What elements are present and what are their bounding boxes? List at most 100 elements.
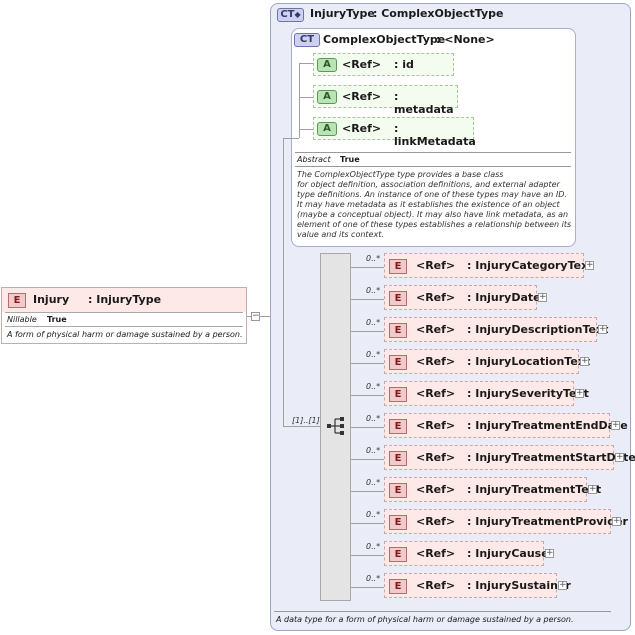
base-type-title: ComplexObjectType [323, 33, 446, 46]
expand-toggle-icon[interactable]: + [588, 484, 597, 494]
expand-toggle-icon[interactable]: + [580, 356, 589, 366]
element-name: : InjuryLocationText [467, 355, 591, 368]
sequence-element-row[interactable]: E <Ref> : InjuryDescriptionText [384, 317, 608, 342]
sequence-element-row[interactable]: E <Ref> : InjuryTreatmentEndDate [384, 413, 628, 438]
element-badge-icon: E [389, 387, 407, 402]
attribute-badge-icon: A [317, 58, 337, 72]
element-name: : InjuryCauser [467, 547, 555, 560]
element-ref: <Ref> [416, 579, 456, 592]
connector-line [351, 555, 384, 556]
root-element-name: Injury [33, 293, 70, 306]
root-element-documentation: A form of physical harm or damage sustai… [7, 330, 243, 339]
divider [274, 611, 611, 612]
root-element-type: : InjuryType [88, 293, 162, 306]
sequence-element-row[interactable]: E <Ref> : InjuryLocationText [384, 349, 590, 374]
connector-line [351, 523, 384, 524]
attribute-ref: <Ref> [342, 58, 382, 71]
element-badge-icon: E [389, 451, 407, 466]
element-ref: <Ref> [416, 323, 456, 336]
element-badge-icon: E [389, 419, 407, 434]
element-multiplicity: 0..* [366, 478, 381, 487]
expand-toggle-icon[interactable]: + [575, 388, 584, 398]
element-multiplicity: 0..* [366, 542, 381, 551]
element-badge-icon: E [389, 579, 407, 594]
element-name: : InjuryTreatmentProvider [467, 515, 628, 528]
divider [295, 166, 571, 167]
connector-line [351, 363, 384, 364]
complex-type-badge-icon: CT◆ [277, 8, 304, 22]
sequence-element-row[interactable]: E<Ref>: InjuryDate [384, 285, 541, 310]
element-ref: <Ref> [416, 451, 456, 464]
element-badge-icon: E [389, 355, 407, 370]
sequence-element-row[interactable]: E <Ref> : InjuryTreatmentProvider [384, 509, 628, 534]
nillable-value: True [47, 315, 67, 324]
connector-line [351, 587, 384, 588]
element-ref: <Ref> [416, 291, 456, 304]
element-badge-icon: E [389, 515, 407, 530]
element-ref: <Ref> [416, 419, 456, 432]
connector-line [283, 138, 299, 139]
element-badge-icon: E [8, 293, 26, 308]
root-element-header [2, 288, 246, 312]
element-name: : InjuryTreatmentEndDate [467, 419, 628, 432]
expand-toggle-icon[interactable]: + [585, 260, 594, 270]
connector-line [283, 426, 320, 427]
expand-toggle-icon[interactable]: + [611, 420, 620, 430]
connector-line [283, 138, 284, 426]
element-ref: <Ref> [416, 547, 456, 560]
element-name: : InjuryTreatmentStartDate [467, 451, 635, 464]
divider [5, 326, 243, 327]
sequence-element-row[interactable]: E<Ref>: InjurySustainer [384, 573, 571, 598]
sequence-multiplicity: [1]..[1] [292, 416, 320, 425]
root-element-injury[interactable]: E Injury : InjuryType Nillable True A fo… [1, 287, 247, 344]
sequence-element-row[interactable]: E<Ref>: InjurySeverityText [384, 381, 589, 406]
attribute-id[interactable]: A <Ref> : id [313, 53, 454, 76]
connector-line [351, 299, 384, 300]
element-multiplicity: 0..* [366, 414, 381, 423]
sequence-element-row[interactable]: E<Ref>: InjuryTreatmentText [384, 477, 601, 502]
element-multiplicity: 0..* [366, 382, 381, 391]
divider [295, 152, 571, 153]
connector-line [260, 316, 270, 317]
attribute-name: : linkMetadata [394, 122, 476, 148]
expand-toggle-icon[interactable]: + [612, 516, 621, 526]
attribute-metadata[interactable]: A <Ref> : metadata [313, 85, 458, 116]
element-name: : InjuryTreatmentText [467, 483, 602, 496]
element-ref: <Ref> [416, 515, 456, 528]
element-multiplicity: 0..* [366, 318, 381, 327]
element-multiplicity: 0..* [366, 510, 381, 519]
sequence-element-row[interactable]: E<Ref>: InjuryCauser [384, 541, 554, 566]
sequence-icon [327, 417, 344, 435]
element-name: : InjuryCategoryText [467, 259, 594, 272]
sequence-element-row[interactable]: E <Ref> : InjuryTreatmentStartDate [384, 445, 635, 470]
element-ref: <Ref> [416, 355, 456, 368]
expand-toggle-icon[interactable]: + [545, 548, 554, 558]
divider [5, 312, 243, 313]
connector-line [299, 63, 300, 138]
sequence-element-row[interactable]: E<Ref>: InjuryCategoryText [384, 253, 593, 278]
abstract-label: Abstract [297, 155, 331, 164]
base-type-documentation: The ComplexObjectType type provides a ba… [297, 170, 572, 239]
connector-line [299, 129, 313, 130]
element-ref: <Ref> [416, 387, 456, 400]
expand-toggle-icon[interactable]: + [598, 324, 607, 334]
nillable-label: Nillable [7, 315, 37, 324]
element-ref: <Ref> [416, 483, 456, 496]
connector-line [247, 316, 251, 317]
expand-toggle-icon[interactable]: + [558, 580, 567, 590]
connector-line [351, 427, 384, 428]
attribute-linkmetadata[interactable]: A <Ref> : linkMetadata [313, 117, 476, 148]
element-name: : InjuryDescriptionText [467, 323, 609, 336]
expand-toggle-icon[interactable]: + [615, 452, 624, 462]
connector-line [299, 97, 313, 98]
element-badge-icon: E [389, 323, 407, 338]
element-multiplicity: 0..* [366, 286, 381, 295]
expand-toggle-icon[interactable]: + [538, 292, 547, 302]
connector-line [299, 63, 313, 64]
element-badge-icon: E [389, 291, 407, 306]
connector-line [351, 491, 384, 492]
collapse-toggle-icon[interactable]: − [251, 311, 260, 321]
attribute-badge-icon: A [317, 122, 337, 136]
connector-line [351, 267, 384, 268]
element-badge-icon: E [389, 259, 407, 274]
